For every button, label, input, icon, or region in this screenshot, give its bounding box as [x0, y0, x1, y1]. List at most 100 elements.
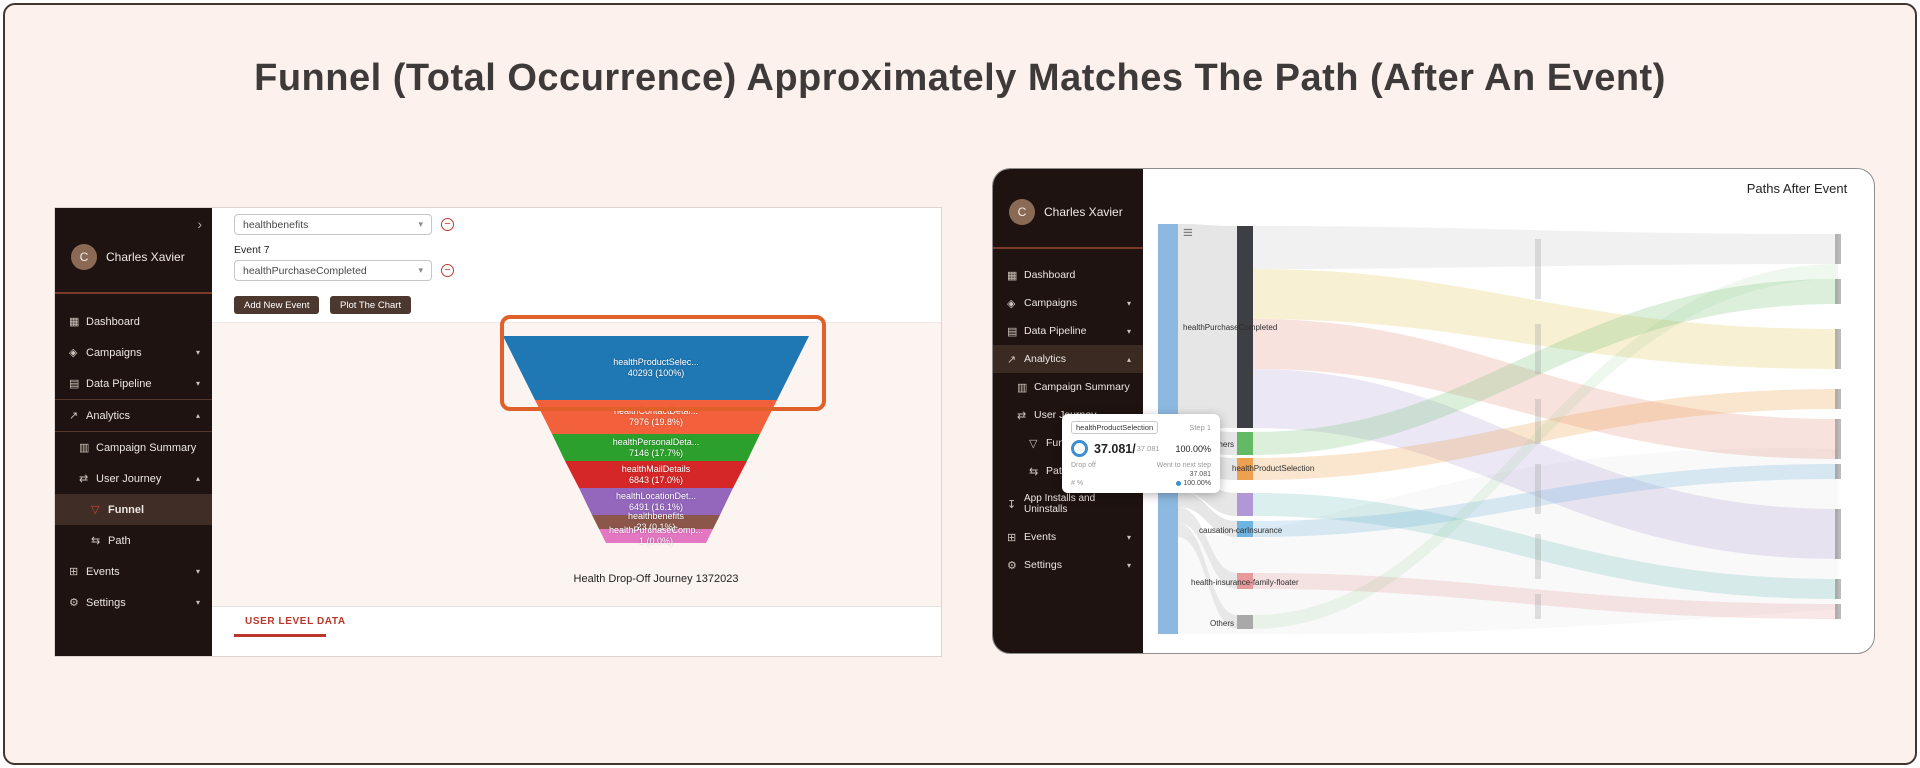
sankey-node — [1237, 521, 1253, 537]
sankey-link — [1178, 523, 1237, 629]
toolbar-divider — [212, 322, 941, 323]
user-name: Charles Xavier — [1044, 205, 1123, 219]
left-sidebar: › C Charles Xavier ▦ Dashboard ◈ Campaig… — [55, 208, 212, 656]
footer-divider — [212, 606, 941, 607]
hamburger-menu-icon[interactable]: ≡ — [1183, 223, 1193, 242]
tooltip-step-label: Step 1 — [1189, 423, 1211, 432]
sidebar-item-data-pipeline[interactable]: ▤ Data Pipeline ▾ — [1007, 325, 1131, 338]
sidebar-item-campaign-summary[interactable]: ▥ Campaign Summary — [79, 441, 197, 455]
journey-icon: ⇄ — [79, 473, 89, 485]
sankey-node — [1237, 226, 1253, 428]
tooltip-event-chip: healthProductSelection — [1071, 421, 1159, 434]
chevron-up-icon: ▴ — [195, 474, 200, 483]
sidebar-item-campaigns[interactable]: ◈ Campaigns ▾ — [69, 346, 200, 360]
sidebar-item-data-pipeline[interactable]: ▤ Data Pipeline ▾ — [69, 377, 200, 391]
summary-icon: ▥ — [1017, 381, 1028, 394]
sankey-node — [1237, 458, 1253, 480]
events-icon: ⊞ — [69, 566, 79, 578]
sidebar-divider — [55, 292, 212, 294]
campaigns-icon: ◈ — [1007, 297, 1016, 310]
sidebar-item-analytics[interactable]: ↗ Analytics ▴ — [55, 399, 212, 432]
path-icon: ⇆ — [91, 535, 101, 547]
sidebar-item-user-journey[interactable]: ⇄ User Journey ▴ — [79, 472, 200, 486]
sankey-node — [1835, 419, 1841, 459]
event7-label: Event 7 — [234, 244, 270, 256]
plot-the-chart-button[interactable]: Plot The Chart — [330, 296, 412, 314]
tooltip-conversion: 100.00% — [1175, 443, 1211, 454]
chevron-down-icon: ▾ — [195, 379, 200, 388]
add-new-event-button[interactable]: Add New Event — [234, 296, 320, 314]
sankey-link — [1253, 226, 1838, 269]
sankey-link — [1253, 279, 1838, 455]
sidebar-item-campaign-summary[interactable]: ▥ Campaign Summary — [1017, 381, 1130, 394]
funnel-layer: healthLocationDet...6491 (16.1%) — [503, 488, 809, 515]
sidebar-nav: ▦ Dashboard ◈ Campaigns ▾ ▤ Data Pipelin… — [55, 306, 212, 618]
sankey-node — [1535, 324, 1541, 374]
percent-icon[interactable]: % — [1076, 480, 1084, 487]
sankey-link — [1253, 269, 1838, 369]
sankey-diagram: healthPurchaseCompleted Others healthPro… — [1158, 224, 1841, 635]
count-icon[interactable]: # — [1071, 480, 1075, 487]
events-icon: ⊞ — [1007, 531, 1017, 544]
funnel-icon: ▽ — [1029, 437, 1038, 450]
sidebar-item-events[interactable]: ⊞ Events ▾ — [69, 565, 200, 579]
sidebar-item-settings[interactable]: ⚙ Settings ▾ — [1007, 559, 1131, 572]
sankey-node — [1835, 509, 1841, 559]
funnel-layer: healthPersonalDeta...7146 (17.7%) — [503, 434, 809, 461]
journey-icon: ⇄ — [1017, 409, 1027, 422]
analytics-icon: ↗ — [1007, 353, 1017, 366]
sidebar-nav: ▦ Dashboard ◈ Campaigns ▾ ▤ Data Pipelin… — [993, 261, 1143, 579]
sidebar-item-campaigns[interactable]: ◈ Campaigns ▾ — [1007, 297, 1131, 310]
summary-icon: ▥ — [79, 442, 90, 454]
sankey-node — [1835, 279, 1841, 304]
path-step-tooltip: healthProductSelection Step 1 37.081/ 37… — [1062, 414, 1220, 493]
sidebar-item-analytics[interactable]: ↗ Analytics ▴ — [993, 345, 1143, 373]
sankey-link — [1253, 493, 1838, 599]
dashboard-icon: ▦ — [1007, 269, 1018, 282]
progress-ring-icon — [1071, 440, 1088, 457]
dashboard-icon: ▦ — [69, 316, 80, 328]
sankey-link — [1178, 491, 1237, 537]
chevron-down-icon: ▾ — [1126, 532, 1131, 542]
event6-dropdown[interactable]: healthbenefits ▾ — [234, 214, 432, 235]
sankey-node — [1535, 594, 1541, 619]
tooltip-value: 37.081/ — [1094, 441, 1136, 456]
event7-dropdown[interactable]: healthPurchaseCompleted ▾ — [234, 260, 432, 281]
sidebar-collapse-icon[interactable]: › — [197, 216, 202, 232]
funnel-chart: healthProductSelec...40293 (100%) health… — [503, 336, 809, 585]
remove-event-button[interactable]: − — [441, 218, 454, 231]
sankey-node-label: healthProductSelection — [1232, 464, 1314, 473]
funnel-screenshot-panel: › C Charles Xavier ▦ Dashboard ◈ Campaig… — [54, 207, 942, 657]
sankey-node — [1535, 534, 1541, 579]
sankey-link — [1253, 464, 1838, 537]
sankey-link — [1253, 369, 1838, 559]
sidebar-item-settings[interactable]: ⚙ Settings ▾ — [69, 596, 200, 610]
chevron-down-icon: ▾ — [195, 598, 200, 607]
tab-user-level-data[interactable]: USER LEVEL DATA — [245, 616, 346, 627]
paths-screenshot-panel: Paths After Event ≡ — [992, 168, 1875, 654]
funnel-content: healthbenefits ▾ − Event 7 healthPurchas… — [212, 208, 941, 656]
paths-title: Paths After Event — [1746, 181, 1848, 196]
chevron-down-icon: ▾ — [1126, 298, 1131, 308]
sidebar-item-funnel[interactable]: ▽ Funnel — [55, 494, 212, 525]
sankey-node — [1835, 329, 1841, 369]
sidebar-item-app-installs[interactable]: ↧ App Installs and Uninstalls — [1007, 493, 1096, 515]
sankey-link — [1178, 507, 1237, 589]
sidebar-item-dashboard[interactable]: ▦ Dashboard — [1007, 269, 1076, 282]
download-icon: ↧ — [1007, 498, 1017, 511]
sidebar-item-dashboard[interactable]: ▦ Dashboard — [69, 315, 140, 329]
funnel-layer: healthContactDetai...7976 (19.8%) — [503, 400, 809, 434]
dropdown-chevron-icon: ▾ — [418, 265, 423, 275]
sankey-node-label: healthPurchaseCompleted — [1183, 323, 1277, 332]
sankey-link — [1178, 224, 1237, 428]
remove-event-button[interactable]: − — [441, 264, 454, 277]
sidebar-item-path[interactable]: ⇆ Path — [91, 534, 131, 548]
sankey-node — [1835, 464, 1841, 479]
sankey-link — [1253, 319, 1838, 459]
sidebar-item-events[interactable]: ⊞ Events ▾ — [1007, 531, 1131, 544]
sankey-node — [1237, 615, 1253, 629]
sankey-node — [1835, 389, 1841, 409]
avatar: C — [71, 244, 97, 270]
sankey-node-label: Others — [1210, 440, 1234, 449]
